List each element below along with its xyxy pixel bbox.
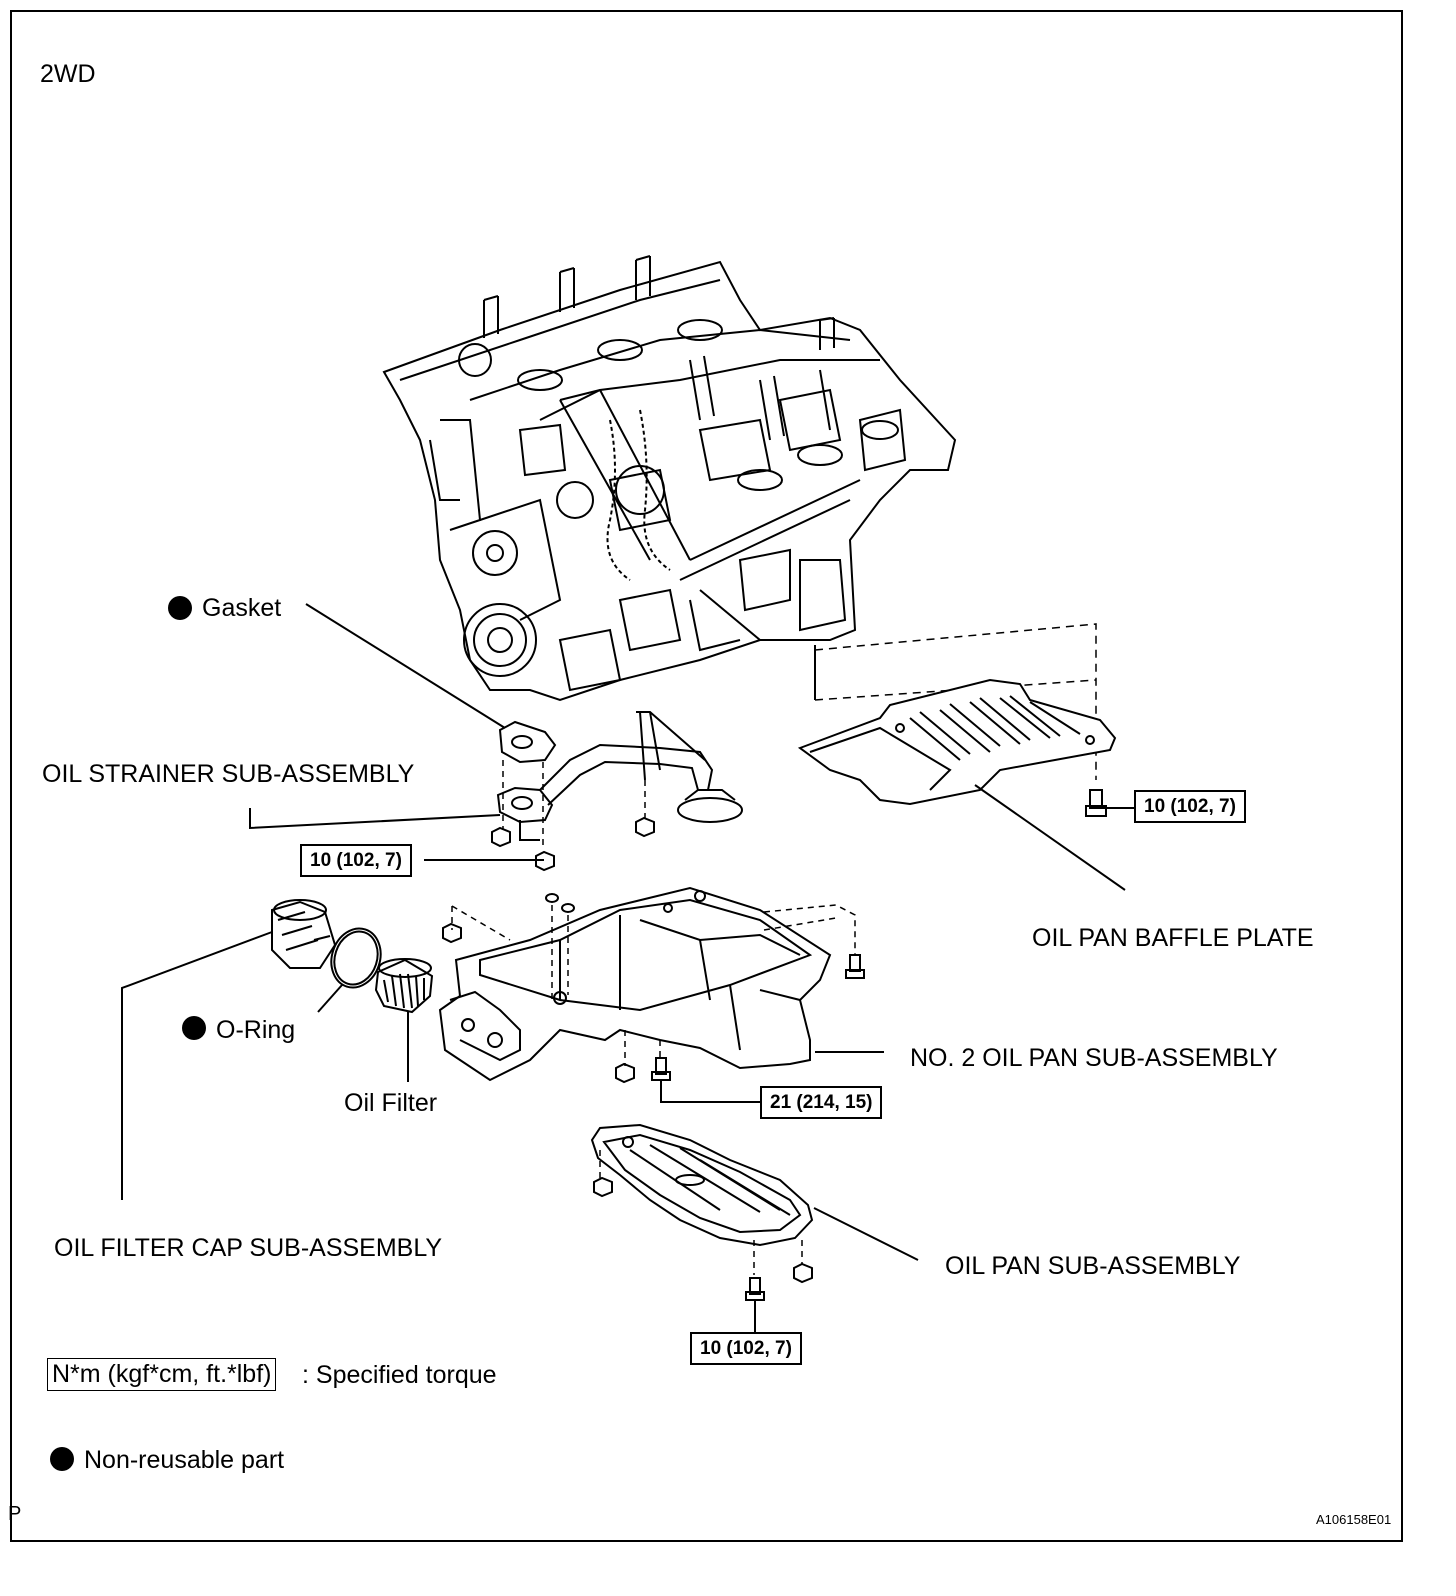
engine-block <box>382 255 957 702</box>
nonreusable-mark-icon <box>50 1447 74 1471</box>
label-no2-oil-pan: NO. 2 OIL PAN SUB-ASSEMBLY <box>910 1044 1278 1072</box>
oil-strainer-drawing <box>496 711 743 841</box>
legend-torque-text: : Specified torque <box>302 1361 497 1389</box>
label-o-ring: O-Ring <box>216 1016 296 1044</box>
oil-pan-drawing <box>590 1123 814 1247</box>
no2-pan-fasteners-drawing <box>442 922 865 1084</box>
variant-label: 2WD <box>40 60 96 88</box>
label-baffle-plate: OIL PAN BAFFLE PLATE <box>1032 924 1314 952</box>
oil-filter-cap-drawing <box>271 899 337 969</box>
torque-oil-pan-bolt: 10 (102, 7) <box>690 1332 802 1365</box>
no2-oil-pan-drawing <box>438 886 832 1082</box>
legend-torque-box: N*m (kgf*cm, ft.*lbf) <box>47 1358 277 1391</box>
legend-nonreusable-text: Non-reusable part <box>84 1446 285 1474</box>
footer-left-mark: P <box>8 1503 22 1525</box>
strainer-nuts-drawing <box>491 816 655 872</box>
label-oil-filter: Oil Filter <box>344 1089 438 1117</box>
torque-no2-pan-bolt: 21 (214, 15) <box>760 1086 883 1119</box>
oil-pan-baffle-plate-drawing <box>797 678 1117 806</box>
torque-baffle-bolt: 10 (102, 7) <box>1134 790 1246 823</box>
diagram-frame <box>10 10 1403 1542</box>
label-oil-strainer: OIL STRAINER SUB-ASSEMBLY <box>42 760 415 788</box>
torque-strainer-nut: 10 (102, 7) <box>300 844 412 877</box>
nonreusable-mark-icon <box>168 596 192 620</box>
oil-filter-drawing <box>374 958 434 1014</box>
figure-id: A106158E01 <box>1316 1512 1392 1527</box>
oil-pan-fasteners-drawing <box>593 1176 813 1301</box>
baffle-bolt-drawing <box>1085 789 1107 817</box>
label-gasket: Gasket <box>202 594 282 622</box>
label-oil-filter-cap: OIL FILTER CAP SUB-ASSEMBLY <box>54 1234 443 1262</box>
nonreusable-mark-icon <box>182 1016 206 1040</box>
label-oil-pan: OIL PAN SUB-ASSEMBLY <box>945 1252 1241 1280</box>
